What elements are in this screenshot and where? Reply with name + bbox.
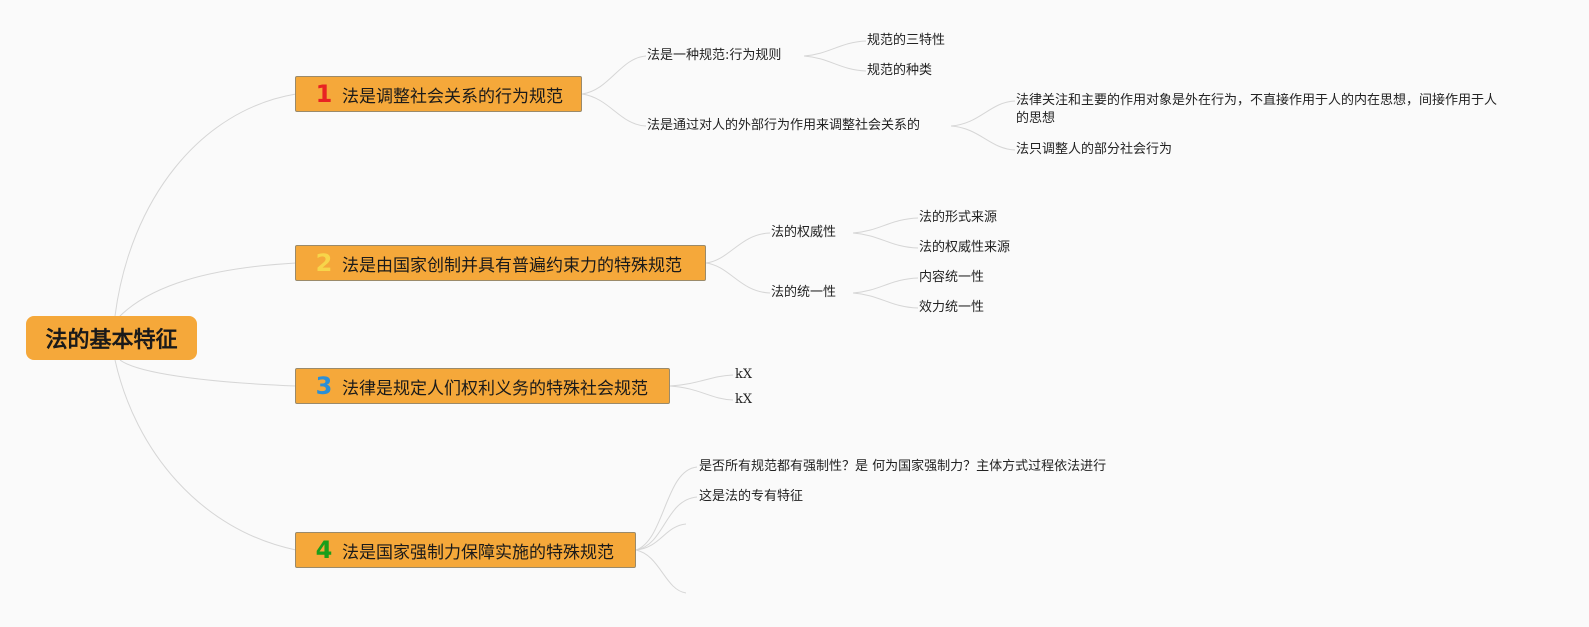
topic-node-3-2[interactable]: kX xyxy=(735,392,753,407)
branch-label-2: 法是由国家创制并具有普遍约束力的特殊规范 xyxy=(342,255,682,276)
branch-number-2: 2 xyxy=(315,249,333,277)
leaf-node-2-1-1[interactable]: 法的形式来源 xyxy=(919,210,998,225)
leaf-node-1-1-2[interactable]: 规范的种类 xyxy=(867,63,933,78)
topic-node-2-2[interactable]: 法的统一性 xyxy=(771,285,837,300)
root-node[interactable]: 法的基本特征 xyxy=(26,316,197,360)
branch-node-2[interactable]: 2 法是由国家创制并具有普遍约束力的特殊规范 xyxy=(295,245,706,281)
branch-node-3[interactable]: 3 法律是规定人们权利义务的特殊社会规范 xyxy=(295,368,670,404)
topic-node-1-1[interactable]: 法是一种规范:行为规则 xyxy=(647,48,782,63)
topic-node-4-2[interactable]: 这是法的专有特征 xyxy=(699,489,804,504)
branch-label-1: 法是调整社会关系的行为规范 xyxy=(342,86,563,107)
leaf-node-1-1-1[interactable]: 规范的三特性 xyxy=(867,33,946,48)
leaf-node-1-2-2[interactable]: 法只调整人的部分社会行为 xyxy=(1016,142,1173,157)
leaf-node-1-2-1[interactable]: 法律关注和主要的作用对象是外在行为，不直接作用于人的内在思想，间接作用于人的思想 xyxy=(1016,93,1498,126)
topic-node-3-1[interactable]: kX xyxy=(735,367,753,382)
branch-node-1[interactable]: 1 法是调整社会关系的行为规范 xyxy=(295,76,582,112)
leaf-node-2-2-2[interactable]: 效力统一性 xyxy=(919,300,985,315)
leaf-node-2-1-2[interactable]: 法的权威性来源 xyxy=(919,240,1011,255)
topic-node-4-1[interactable]: 是否所有规范都有强制性？是 何为国家强制力？主体方式过程依法进行 xyxy=(699,459,1107,474)
branch-number-3: 3 xyxy=(315,372,333,400)
branch-number-4: 4 xyxy=(315,536,333,564)
topic-node-1-2[interactable]: 法是通过对人的外部行为作用来调整社会关系的 xyxy=(647,118,921,133)
branch-number-1: 1 xyxy=(315,80,333,108)
branch-label-3: 法律是规定人们权利义务的特殊社会规范 xyxy=(342,378,648,399)
leaf-node-2-2-1[interactable]: 内容统一性 xyxy=(919,270,985,285)
branch-label-4: 法是国家强制力保障实施的特殊规范 xyxy=(342,542,614,563)
branch-node-4[interactable]: 4 法是国家强制力保障实施的特殊规范 xyxy=(295,532,636,568)
topic-node-2-1[interactable]: 法的权威性 xyxy=(771,225,837,240)
root-node-label: 法的基本特征 xyxy=(45,328,178,353)
